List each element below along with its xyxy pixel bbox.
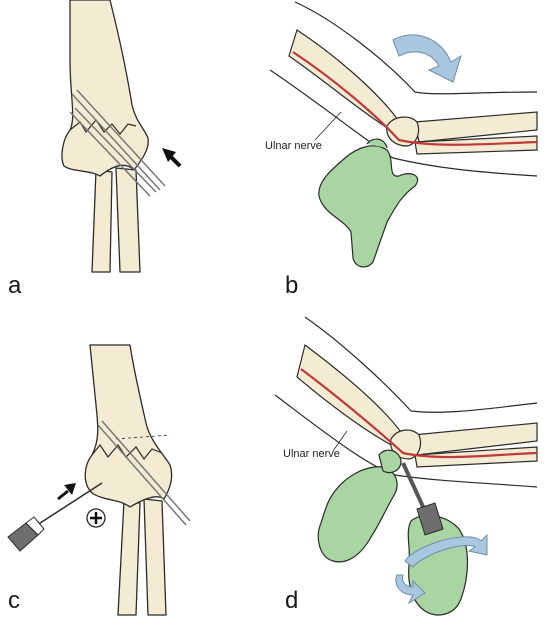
ulna-bone <box>143 498 167 616</box>
elbow-ap-illustration <box>61 0 182 273</box>
arm-skin-outline-bottom <box>269 69 538 177</box>
radius-bone <box>91 169 113 273</box>
k-wires <box>69 89 166 197</box>
ulnar-nerve-label: Ulnar nerve <box>265 140 322 152</box>
curved-rotation-arrow-icon <box>392 34 462 83</box>
black-arrow-icon <box>162 148 182 168</box>
panel-label-c: c <box>8 587 20 614</box>
k-wires <box>97 420 191 526</box>
arm-skin-outline-top <box>294 1 538 95</box>
panel-label-d: d <box>285 587 299 614</box>
arm-skin-outline-top <box>304 316 538 413</box>
screw-head-icon <box>86 508 106 528</box>
nerve-leader-line <box>332 430 348 452</box>
ulnar-nerve <box>300 368 538 459</box>
screwdriver-shaft <box>401 462 427 512</box>
glove-hand-left <box>317 466 398 563</box>
black-arrow-icon <box>57 483 76 501</box>
panel-d: Ulnar nerve d <box>274 315 550 630</box>
twist-arrow-icon <box>395 533 488 605</box>
panel-label-a: a <box>8 272 22 299</box>
radius-bone <box>117 500 141 616</box>
nerve-leader-line <box>314 111 342 141</box>
ulna-bone <box>115 167 141 273</box>
elbow-lateral-illustration <box>269 1 538 268</box>
humerus-bone <box>84 344 173 508</box>
elbow-ap-screw-illustration <box>7 344 191 616</box>
panel-b: Ulnar nerve b <box>265 0 550 315</box>
elbow-lateral-screw-illustration <box>274 316 538 616</box>
panel-c: c <box>0 315 275 630</box>
ulnar-nerve-label: Ulnar nerve <box>283 448 340 460</box>
ulnar-nerve <box>292 51 538 146</box>
glove-hand <box>318 145 419 268</box>
screwdriver-handle <box>416 502 444 536</box>
panel-label-b: b <box>285 272 299 299</box>
panel-a: a <box>0 0 275 315</box>
elbow-joint <box>386 116 420 147</box>
screwdriver <box>7 482 103 552</box>
